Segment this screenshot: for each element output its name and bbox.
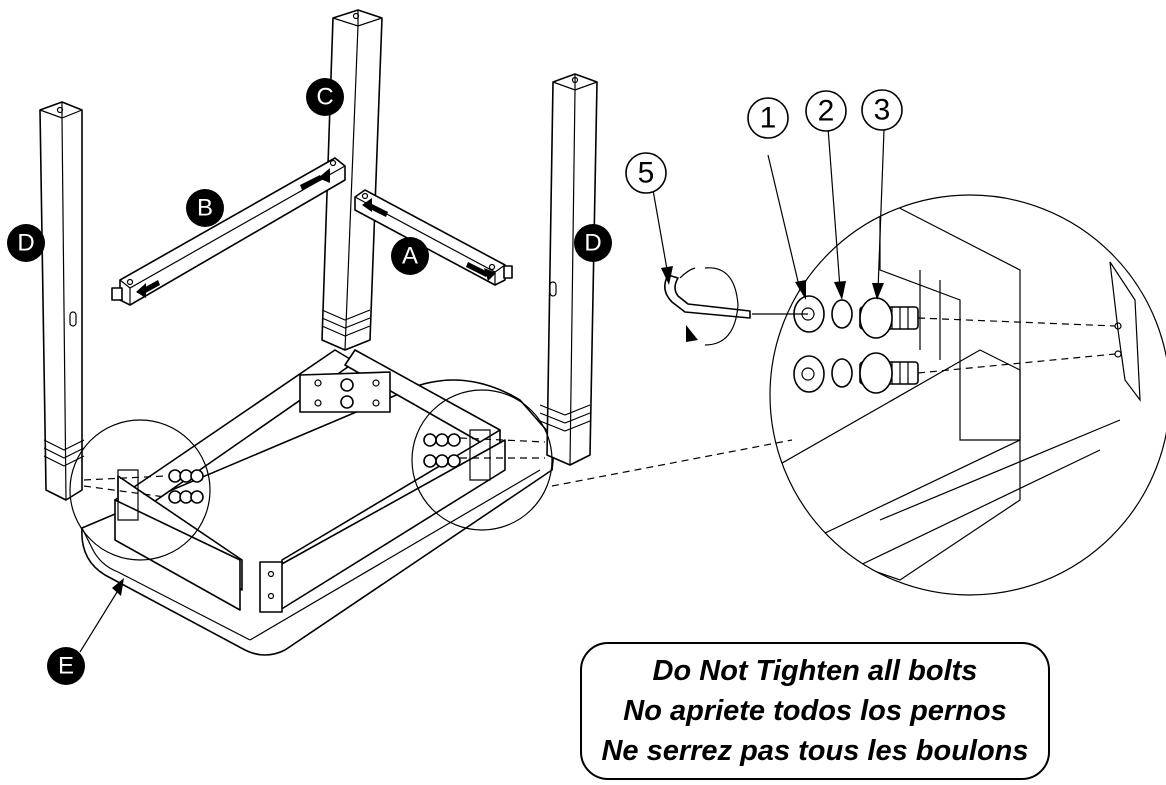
notice-line-en: Do Not Tighten all bolts <box>652 655 978 687</box>
label-d-right: D <box>574 224 612 262</box>
svg-text:D: D <box>584 230 601 257</box>
label-a: A <box>391 237 429 275</box>
hardware-label-2: 2 <box>805 90 847 132</box>
rail-b <box>111 157 346 306</box>
hardware-label-5: 5 <box>625 152 667 194</box>
leg-d-right <box>539 73 598 466</box>
detail-circle-left <box>69 419 211 561</box>
label-e: E <box>47 647 85 685</box>
leader-lines <box>79 127 885 653</box>
detail-circle-right <box>411 389 793 531</box>
arrow-icon <box>300 168 330 190</box>
label-b: B <box>186 189 224 227</box>
notice-line-fr: Ne serrez pas tous les boulons <box>601 735 1029 767</box>
arrow-icon <box>136 280 160 298</box>
svg-text:3: 3 <box>874 94 891 127</box>
apron-frame <box>114 349 506 611</box>
rotation-arrow-icon <box>679 267 739 346</box>
svg-text:E: E <box>58 653 74 680</box>
allen-key-icon <box>664 274 808 319</box>
washer-icon <box>859 297 893 339</box>
arrow-icon <box>362 198 388 217</box>
zoom-detail <box>769 194 1166 596</box>
bolt-icon <box>793 355 825 393</box>
hardware-label-3: 3 <box>861 89 903 131</box>
svg-text:1: 1 <box>760 102 777 135</box>
notice-line-es: No apriete todos los pernos <box>623 695 1007 727</box>
corner-bracket <box>299 371 391 413</box>
label-c: C <box>306 78 344 116</box>
hardware-label-1: 1 <box>747 97 789 139</box>
spring-washer-icon <box>831 299 853 329</box>
leg-d-left <box>39 101 85 501</box>
front-bracket <box>259 561 283 613</box>
svg-text:B: B <box>197 195 213 222</box>
svg-text:D: D <box>17 230 34 257</box>
svg-text:A: A <box>402 243 418 270</box>
arrow-icon <box>466 262 496 281</box>
label-d-left: D <box>7 224 45 262</box>
spring-washer-icon <box>831 358 853 388</box>
svg-text:2: 2 <box>818 95 835 128</box>
rail-a <box>354 189 513 286</box>
svg-text:C: C <box>316 84 333 111</box>
warning-notice: Do Not Tighten all bolts No apriete todo… <box>580 642 1050 780</box>
washer-icon <box>859 352 893 394</box>
svg-text:5: 5 <box>638 157 655 190</box>
